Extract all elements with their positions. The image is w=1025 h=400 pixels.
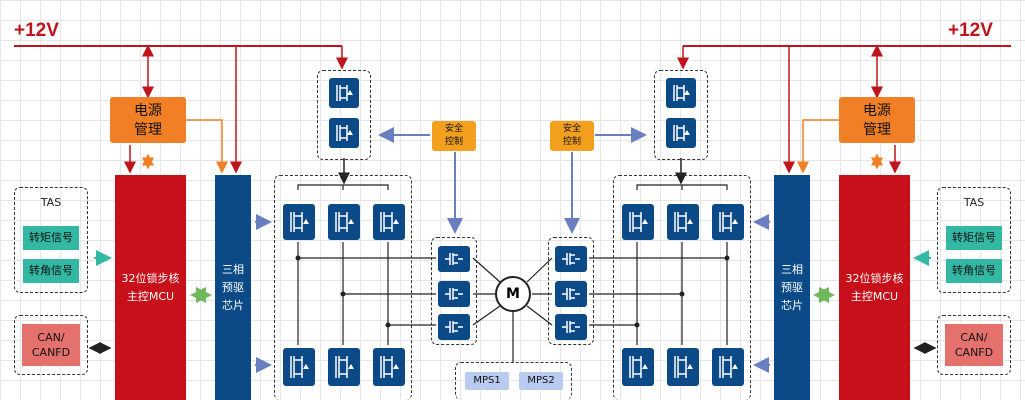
mosfet-switch-icon <box>555 314 587 340</box>
torque-signal-right: 转矩信号 <box>946 226 1002 250</box>
can-group-right: CAN/ CANFD <box>937 315 1011 375</box>
mcu-label-2: 主控MCU <box>850 289 899 303</box>
tas-title: TAS <box>963 196 985 209</box>
predriver-label-2: 预驱 <box>222 280 244 294</box>
phase-isolation-group-right <box>548 237 594 345</box>
can-block-right: CAN/ CANFD <box>945 324 1003 366</box>
mosfet-switch-icon <box>622 348 654 386</box>
sensor-mps1: MPS1 <box>465 372 509 390</box>
predriver-label-3: 芯片 <box>781 298 803 312</box>
angle-signal-right: 转角信号 <box>946 259 1002 283</box>
mosfet-switch-icon <box>373 204 405 240</box>
inverter-bridge-right <box>613 175 751 400</box>
tas-group-right: TAS 转矩信号 转角信号 <box>937 187 1011 293</box>
power-management-label-2: 管理 <box>863 122 891 138</box>
mosfet-switch-icon <box>555 246 587 272</box>
tas-title: TAS <box>40 196 62 209</box>
mosfet-switch-icon <box>666 78 696 108</box>
safety-control-right: 安全 控制 <box>550 121 594 151</box>
mosfet-switch-icon <box>712 204 744 240</box>
mosfet-switch-icon <box>328 204 360 240</box>
predriver-label-3: 芯片 <box>222 298 244 312</box>
predriver-right: 三相 预驱 芯片 <box>774 175 810 400</box>
mosfet-switch-icon <box>373 348 405 386</box>
mosfet-switch-icon <box>283 204 315 240</box>
supply-label-left: +12V <box>14 20 59 41</box>
mcu-label-1: 32位锁步核 <box>845 271 904 285</box>
can-label-1: CAN/ <box>960 331 988 344</box>
predriver-label-2: 预驱 <box>781 280 803 294</box>
inverter-bridge-left <box>274 175 412 400</box>
power-management-label-1: 电源 <box>863 103 891 119</box>
mosfet-switch-icon <box>666 118 696 148</box>
predriver-label-1: 三相 <box>222 262 244 276</box>
can-label-1: CAN/ <box>37 331 65 344</box>
power-management-right: 电源 管理 <box>839 97 915 143</box>
mosfet-switch-icon <box>555 281 587 307</box>
mosfet-switch-icon <box>667 348 699 386</box>
safety-label-2: 控制 <box>444 137 463 147</box>
can-label-2: CANFD <box>31 346 71 359</box>
angle-signal-left: 转角信号 <box>23 259 79 283</box>
mosfet-switch-icon <box>329 78 359 108</box>
mosfet-switch-icon <box>438 314 470 340</box>
mcu-right: 32位锁步核 主控MCU <box>839 175 910 400</box>
sensor-mps2: MPS2 <box>519 372 563 390</box>
safety-label-1: 安全 <box>444 124 463 134</box>
mosfet-switch-icon <box>667 204 699 240</box>
safety-switch-group-right <box>654 70 708 160</box>
power-management-left: 电源 管理 <box>110 97 186 143</box>
mosfet-switch-icon <box>438 281 470 307</box>
can-group-left: CAN/ CANFD <box>14 315 88 375</box>
mosfet-switch-icon <box>622 204 654 240</box>
mcu-left: 32位锁步核 主控MCU <box>115 175 186 400</box>
can-block-left: CAN/ CANFD <box>22 324 80 366</box>
mosfet-switch-icon <box>283 348 315 386</box>
motor-icon: M <box>495 276 531 312</box>
safety-switch-group-left <box>317 70 371 160</box>
mcu-label-1: 32位锁步核 <box>121 271 180 285</box>
mosfet-switch-icon <box>328 348 360 386</box>
supply-label-right: +12V <box>948 20 993 41</box>
mcu-label-2: 主控MCU <box>126 289 175 303</box>
safety-label-2: 控制 <box>562 137 581 147</box>
mosfet-switch-icon <box>438 246 470 272</box>
power-management-label-2: 管理 <box>134 122 162 138</box>
safety-label-1: 安全 <box>562 124 581 134</box>
can-label-2: CANFD <box>954 346 994 359</box>
safety-control-left: 安全 控制 <box>432 121 476 151</box>
torque-signal-left: 转矩信号 <box>23 226 79 250</box>
sensor-group: MPS1 MPS2 <box>455 362 572 400</box>
tas-group-left: TAS 转矩信号 转角信号 <box>14 187 88 293</box>
power-management-label-1: 电源 <box>134 103 162 119</box>
mosfet-switch-icon <box>329 118 359 148</box>
predriver-left: 三相 预驱 芯片 <box>215 175 251 400</box>
predriver-label-1: 三相 <box>781 262 803 276</box>
mosfet-switch-icon <box>712 348 744 386</box>
phase-isolation-group-left <box>431 237 477 345</box>
